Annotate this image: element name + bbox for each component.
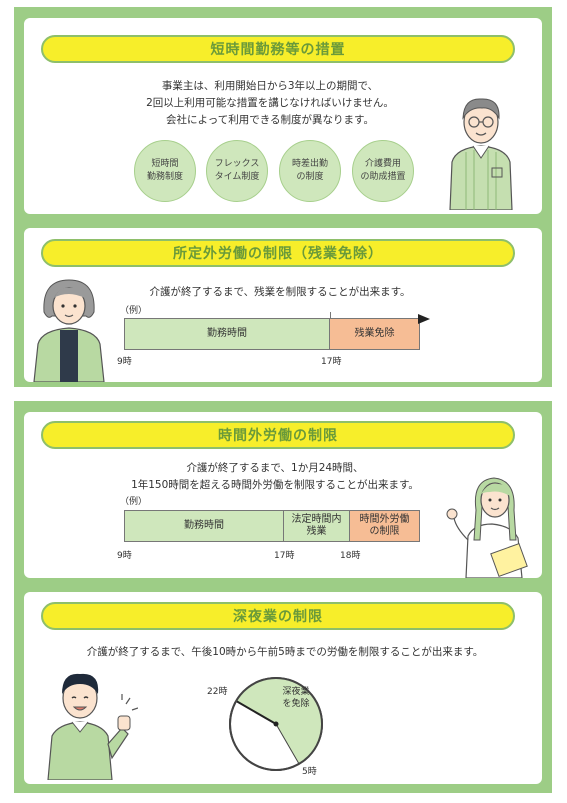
section4-desc: 介護が終了するまで、午後10時から午前5時までの労働を制限することが出来ます。 — [86, 646, 484, 658]
section3-line1: 介護が終了するまで、1か月24時間、 — [186, 462, 364, 474]
bar-label: 法定時間内残業 — [292, 514, 342, 538]
bar-label: 時間外労働の制限 — [360, 514, 410, 538]
measure-line: フレックス — [214, 159, 260, 169]
clock-label-line: 深夜業 — [282, 687, 310, 697]
woman-clipboard-illustration — [446, 477, 528, 578]
measure-line: タイム制度 — [214, 172, 260, 182]
section2-desc: 介護が終了するまで、残業を制限することが出来ます。 — [149, 286, 411, 298]
man-illustration — [449, 98, 513, 210]
bar-label-line: 残業 — [306, 526, 327, 537]
measure-staggered: 時差出勤の制度 — [279, 140, 341, 202]
measure-line: 介護費用 — [364, 159, 401, 169]
measure-line: の制度 — [296, 172, 324, 182]
woman-illustration — [33, 279, 105, 382]
bar-working-hours: 勤務時間 — [124, 510, 284, 542]
tick-17: 17時 — [321, 357, 342, 367]
bar-legal-overtime: 法定時間内残業 — [284, 510, 350, 542]
section1-line1: 事業主は、利用開始日から3年以上の期間で、 — [161, 80, 379, 92]
tick-18: 18時 — [340, 551, 361, 561]
bar-label-line: の制限 — [369, 526, 400, 537]
section1-line2: 2回以上利用可能な措置を講じなければいけません。 — [146, 97, 394, 109]
bar-working-hours: 勤務時間 — [124, 318, 330, 350]
measure-short-time: 短時間勤務制度 — [134, 140, 196, 202]
section2-title: 所定外労働の制限（残業免除） — [41, 239, 515, 267]
bar-label-line: 時間外労働 — [359, 514, 410, 525]
section1-line3: 会社によって利用できる制度が異なります。 — [166, 114, 374, 126]
man-thumbs-up-illustration — [47, 673, 138, 780]
tick-17: 17時 — [274, 551, 295, 561]
measure-line: 短時間 — [151, 159, 179, 169]
clock-5: 5時 — [302, 767, 317, 777]
measure-line: 勤務制度 — [146, 172, 183, 182]
bar-label: 残業免除 — [354, 328, 395, 339]
bar-overtime-limit: 時間外労働の制限 — [350, 510, 420, 542]
section3-line2: 1年150時間を超える時間外労働を制限することが出来ます。 — [131, 479, 419, 491]
measure-subsidy: 介護費用の助成措置 — [352, 140, 414, 202]
section3-title: 時間外労働の制限 — [41, 421, 515, 449]
clock-label-line: を免除 — [282, 699, 310, 709]
tick-mark — [330, 312, 331, 318]
tick-9: 9時 — [117, 551, 132, 561]
clock-22: 22時 — [207, 687, 228, 697]
tick-9: 9時 — [117, 357, 132, 367]
bar-label-line: 法定時間内 — [291, 514, 342, 525]
clock-label: 深夜業を免除 — [274, 686, 318, 710]
section1-title: 短時間勤務等の措置 — [41, 35, 515, 63]
measure-line: の助成措置 — [360, 172, 406, 182]
example-label: （例） — [120, 497, 148, 507]
bar-label: 勤務時間 — [207, 328, 247, 339]
measure-flextime: フレックスタイム制度 — [206, 140, 268, 202]
example-label: （例） — [120, 306, 148, 316]
arrow-icon — [418, 314, 430, 324]
section4-title: 深夜業の制限 — [41, 602, 515, 630]
bar-label: 勤務時間 — [184, 520, 224, 531]
bar-overtime-exempt: 残業免除 — [330, 318, 420, 350]
night-work-clock — [229, 677, 323, 771]
measure-line: 時差出勤 — [291, 159, 328, 169]
